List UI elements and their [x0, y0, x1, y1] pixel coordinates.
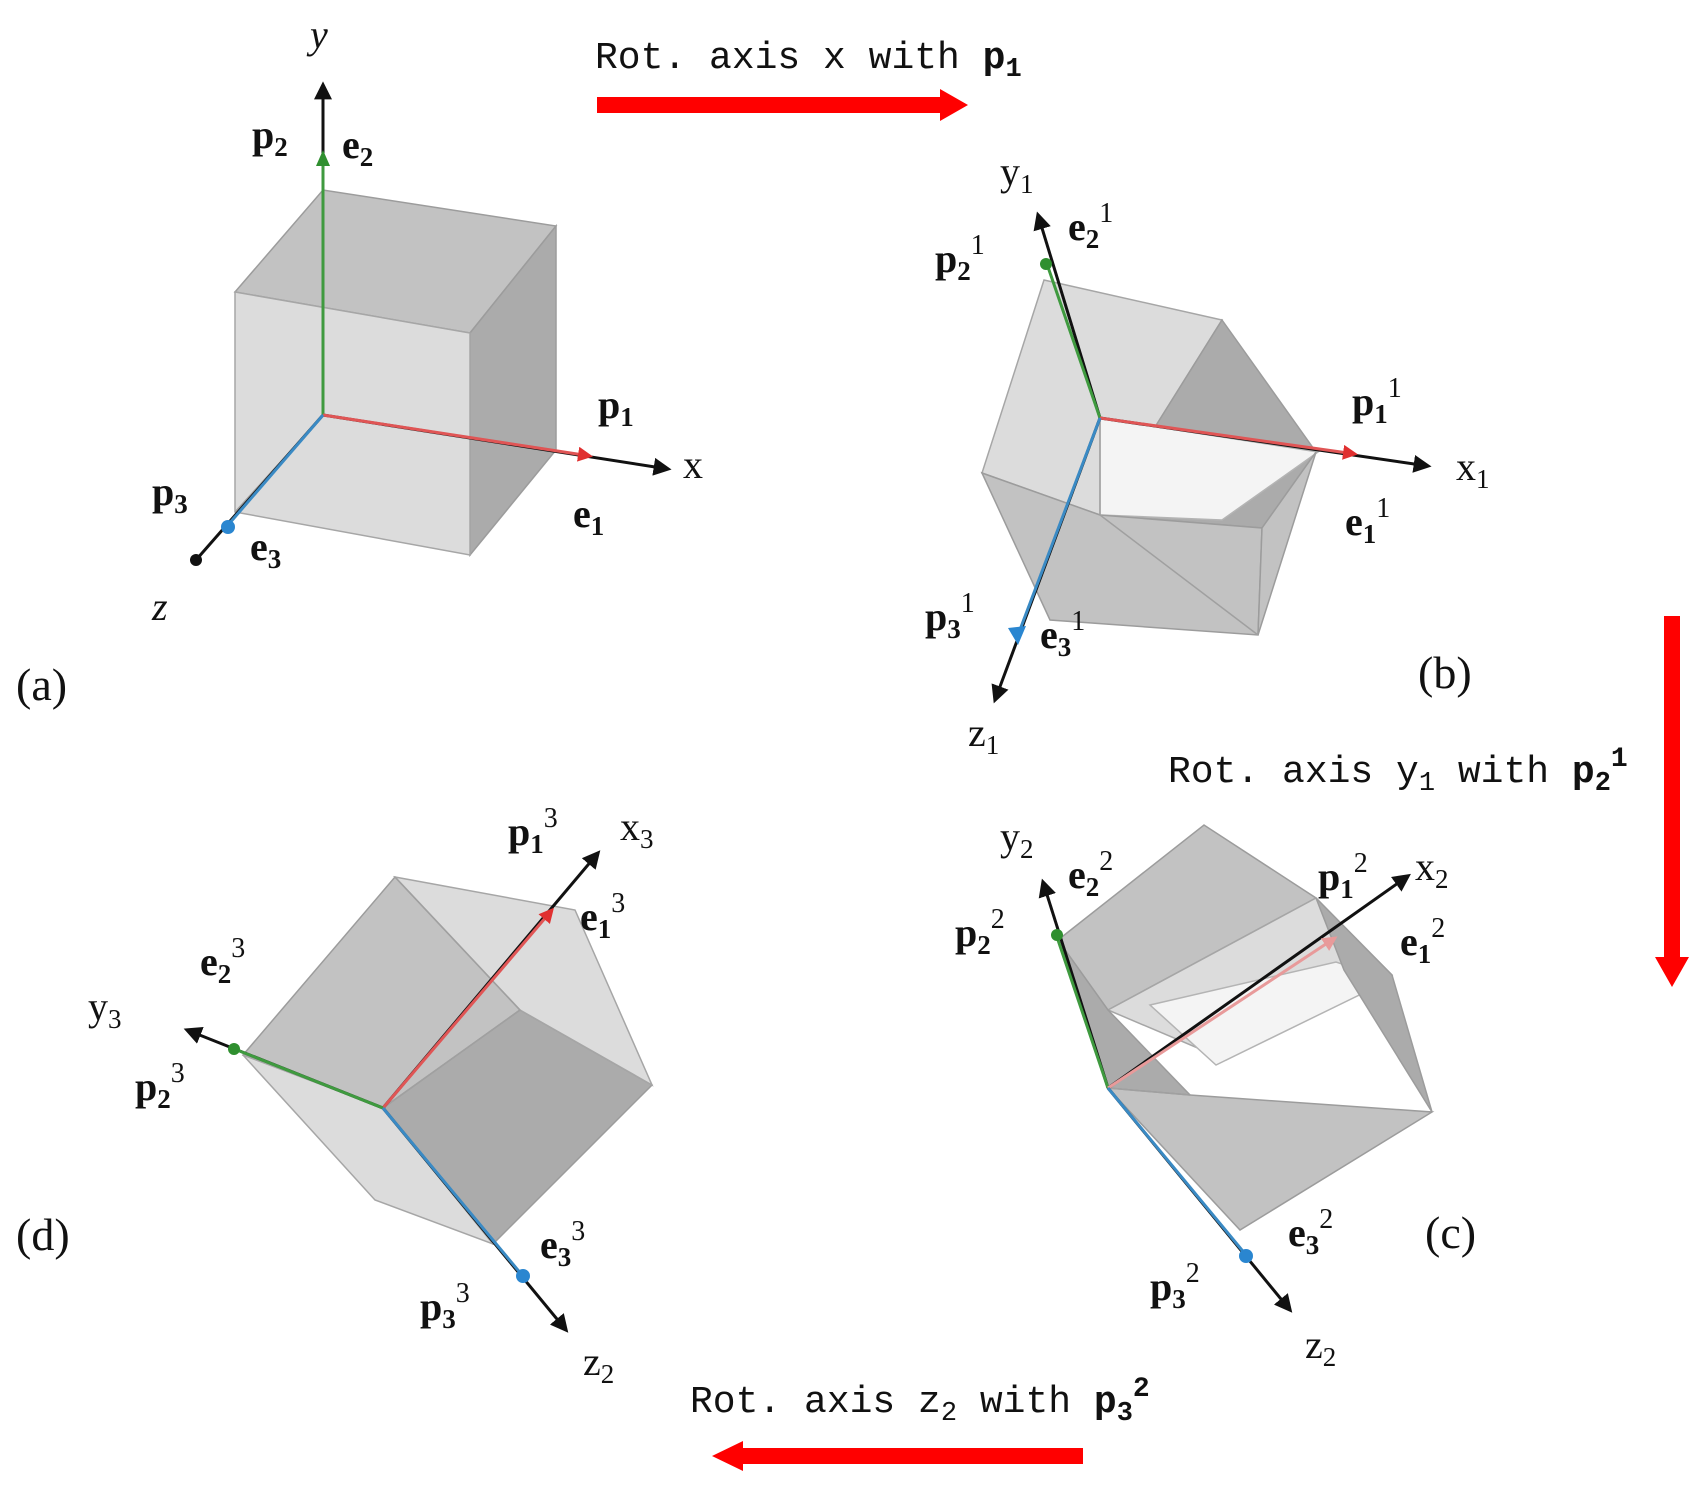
rotation-arrow-right: Rot. axis y1 with p21 — [1168, 616, 1689, 987]
label-p2-d: p23 — [135, 1058, 185, 1114]
label-e1-d: e13 — [580, 888, 625, 944]
panel-label-c: (c) — [1425, 1207, 1476, 1258]
axis-label-y-b: y1 — [1000, 149, 1034, 199]
label-p1-c: p12 — [1318, 848, 1368, 904]
label-e2-d: e23 — [200, 933, 245, 989]
rotation-label-bottom: Rot. axis z2 with p32 — [690, 1374, 1150, 1429]
panel-a: y x z p2 e2 p1 e1 p3 e3 (a) — [16, 12, 703, 710]
label-p3-c: p32 — [1150, 1258, 1200, 1314]
label-e3-b: e31 — [1040, 606, 1085, 662]
label-p1-d: p13 — [508, 803, 558, 859]
axis-label-x-a: x — [683, 442, 703, 487]
rotation-arrow-top: Rot. axis x with p1 — [595, 37, 1022, 121]
label-e3-a: e3 — [250, 524, 281, 574]
label-e2-c: e22 — [1068, 846, 1113, 902]
axis-label-z-a: z — [151, 584, 168, 629]
vector-p3-d — [381, 1107, 524, 1276]
rotation-label-right: Rot. axis y1 with p21 — [1168, 744, 1628, 799]
panel-label-d: (d) — [16, 1209, 70, 1260]
vector-p3-b — [1016, 417, 1102, 636]
rotation-arrow-bottom: Rot. axis z2 with p32 — [690, 1374, 1150, 1471]
rotation-label-top: Rot. axis x with p1 — [595, 37, 1022, 85]
panel-b: y1 x1 z1 p21 e21 p11 e11 p31 e31 (b) — [925, 149, 1490, 760]
vector-p2-b — [1046, 266, 1102, 419]
vector-p1-a — [322, 413, 593, 462]
label-p3-d: p33 — [420, 1278, 470, 1334]
label-e1-a: e1 — [573, 491, 604, 541]
label-p2-b: p21 — [935, 230, 985, 286]
vector-p3-c — [1106, 1087, 1248, 1256]
panel-c: y2 x2 z2 p22 e22 p12 e12 p32 e32 (c) — [955, 814, 1476, 1372]
axis-label-y-c: y2 — [1000, 814, 1034, 864]
vector-p2-d — [236, 1048, 384, 1110]
panel-label-a: (a) — [16, 659, 67, 710]
red-arrow-right — [597, 89, 968, 121]
cube-a — [233, 189, 558, 558]
red-arrow-down — [1655, 616, 1689, 987]
axis-label-z-c: z2 — [1305, 1322, 1336, 1372]
vector-p3-a — [226, 414, 325, 526]
label-e2-b: e21 — [1068, 198, 1113, 254]
label-p1-b: p11 — [1352, 373, 1402, 429]
vector-p1-d — [381, 907, 554, 1109]
panel-label-b: (b) — [1418, 647, 1472, 698]
label-p2-c: p22 — [955, 904, 1005, 960]
cube-c — [1056, 824, 1435, 1231]
label-p1-a: p1 — [598, 382, 634, 432]
axis-label-z-d: z2 — [583, 1339, 614, 1389]
panel-d: x3 y3 z2 p13 e13 e23 p23 p33 e33 (d) — [16, 803, 654, 1389]
axis-label-x-d: x3 — [620, 804, 654, 854]
label-e2-a: e2 — [342, 122, 373, 172]
axis-label-y-a: y — [306, 12, 328, 57]
label-e3-d: e33 — [540, 1216, 585, 1272]
label-e1-b: e11 — [1345, 493, 1390, 549]
label-p3-b: p31 — [925, 588, 975, 644]
cube-b — [980, 279, 1320, 636]
vector-p1-c — [1107, 936, 1338, 1090]
label-e3-c: e32 — [1288, 1204, 1333, 1260]
label-p2-a: p2 — [252, 112, 288, 162]
label-e1-c: e12 — [1400, 913, 1445, 969]
axis-label-z-b: z1 — [968, 710, 999, 760]
vector-p1-b — [1099, 416, 1358, 460]
red-arrow-left — [712, 1441, 1083, 1471]
vector-p2-c — [1056, 939, 1110, 1089]
x-axis-c — [1107, 873, 1411, 1090]
cube-d — [241, 875, 654, 1246]
axis-label-y-d: y3 — [88, 984, 122, 1034]
axis-label-x-b: x1 — [1456, 444, 1490, 494]
axis-label-x-c: x2 — [1415, 844, 1449, 894]
label-p3-a: p3 — [152, 469, 188, 519]
